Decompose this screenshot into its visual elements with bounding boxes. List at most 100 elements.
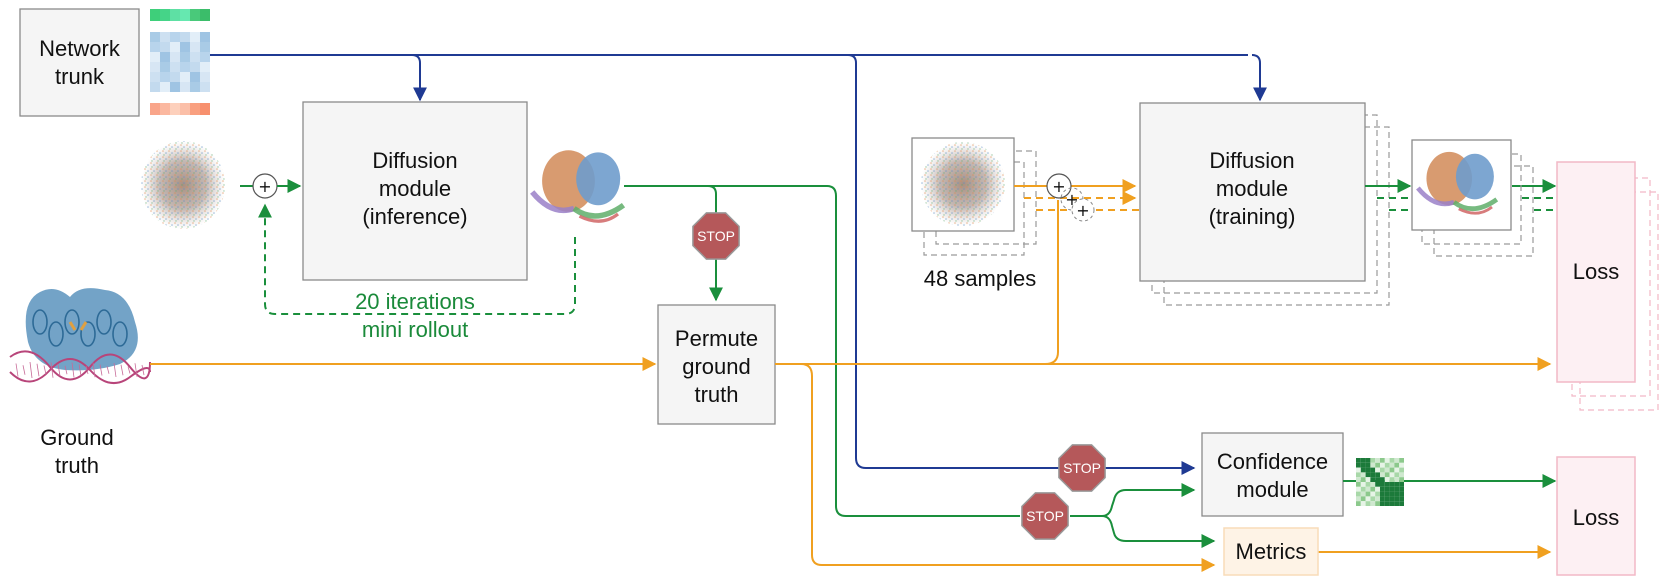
- heatmap-cell: [1360, 491, 1366, 497]
- heatmap-cell: [1389, 472, 1395, 478]
- heatmap-matrix-icon: [1356, 458, 1404, 506]
- stop-sign-icon: STOP: [1058, 444, 1106, 492]
- heatmap-cell: [1394, 458, 1400, 463]
- heatmap-cell: [1365, 482, 1371, 487]
- heatmap-cell: [1360, 472, 1366, 478]
- pair-embedding-tile: [200, 42, 210, 52]
- heatmap-cell: [1356, 472, 1361, 478]
- pair-embedding-tile: [170, 72, 180, 82]
- plus-icon: +: [1076, 201, 1089, 220]
- single-embedding-tile: [170, 9, 180, 21]
- heatmap-cell: [1360, 462, 1366, 468]
- ground-truth-label-2: truth: [55, 453, 99, 478]
- metrics-node: Metrics: [1223, 527, 1319, 576]
- heatmap-cell: [1360, 477, 1366, 482]
- pair-embedding-tile: [200, 52, 210, 62]
- pair-embedding-tile: [150, 72, 160, 82]
- pair-embedding-tile: [200, 72, 210, 82]
- heatmap-cell: [1356, 486, 1361, 492]
- pair-embedding-tile: [170, 52, 180, 62]
- single-embedding-tile: [160, 9, 170, 21]
- heatmap-cell: [1375, 482, 1380, 487]
- heatmap-cell: [1380, 467, 1385, 473]
- heatmap-cell: [1370, 472, 1376, 478]
- plus-icon: +: [1052, 177, 1065, 196]
- permute-ground-truth-node: Permute ground truth: [657, 304, 776, 425]
- heatmap-cell: [1365, 458, 1371, 463]
- pair-embedding-tile: [190, 62, 200, 72]
- heatmap-cell: [1375, 472, 1380, 478]
- heatmap-cell: [1360, 486, 1366, 492]
- heatmap-cell: [1380, 501, 1385, 506]
- pair-embedding-tile: [190, 72, 200, 82]
- heatmap-cell: [1375, 458, 1380, 463]
- pair-embedding-tile: [160, 52, 170, 62]
- heatmap-cell: [1365, 501, 1371, 506]
- heatmap-cell: [1394, 467, 1400, 473]
- heatmap-cell: [1356, 458, 1361, 463]
- confidence-label-2: module: [1236, 477, 1308, 502]
- diffusion-inference-label-3: (inference): [362, 204, 467, 229]
- stop-label: STOP: [1063, 460, 1101, 476]
- heatmap-cell: [1356, 462, 1361, 468]
- heatmap-cell: [1375, 477, 1380, 482]
- permute-label-3: truth: [694, 382, 738, 407]
- pair-embedding-tile: [180, 32, 190, 42]
- heatmap-cell: [1389, 477, 1395, 482]
- heatmap-cell: [1356, 477, 1361, 482]
- heatmap-cell: [1365, 491, 1371, 497]
- permute-label-2: ground: [682, 354, 751, 379]
- heatmap-cell: [1389, 467, 1395, 473]
- pair-embedding-tile: [180, 62, 190, 72]
- heatmap-cell: [1370, 467, 1376, 473]
- add-noise-operator: +: [252, 173, 278, 199]
- protein-structure-icon: [530, 150, 626, 223]
- pair-embedding-tile: [150, 52, 160, 62]
- heatmap-cell: [1384, 462, 1390, 468]
- pair-embedding-tile: [180, 82, 190, 92]
- heatmap-cell: [1389, 491, 1395, 497]
- heatmap-cell: [1389, 496, 1395, 502]
- noise-samples-stack: [911, 137, 1037, 256]
- stop-sign-icon: STOP: [692, 212, 740, 260]
- trunk-connection-lines: [210, 54, 1267, 475]
- loss-label-top: Loss: [1573, 259, 1619, 284]
- heatmap-cell: [1356, 496, 1361, 502]
- heatmap-cell: [1399, 496, 1404, 502]
- heatmap-cell: [1375, 491, 1380, 497]
- heatmap-cell: [1399, 482, 1404, 487]
- pair-embedding-tile: [160, 62, 170, 72]
- loss-node-top: Loss: [1556, 161, 1659, 411]
- single-embedding-tile: [190, 9, 200, 21]
- single-embedding-tile: [180, 9, 190, 21]
- heatmap-cell: [1380, 496, 1385, 502]
- heatmap-cell: [1384, 477, 1390, 482]
- heatmap-cell: [1370, 458, 1376, 463]
- single-embedding-tile: [200, 9, 210, 21]
- heatmap-cell: [1356, 501, 1361, 506]
- heatmap-cell: [1399, 462, 1404, 468]
- heatmap-cell: [1399, 477, 1404, 482]
- noise-cloud-icon: [141, 141, 225, 229]
- single-embedding-tile: [160, 103, 170, 115]
- pair-embedding-tile: [180, 52, 190, 62]
- heatmap-cell: [1384, 472, 1390, 478]
- stop-label: STOP: [1026, 508, 1064, 524]
- heatmap-cell: [1384, 496, 1390, 502]
- samples-count-label: 48 samples: [924, 266, 1037, 291]
- heatmap-cell: [1365, 467, 1371, 473]
- pair-embedding-tile: [170, 32, 180, 42]
- diffusion-inference-label-2: module: [379, 176, 451, 201]
- confidence-module-node: Confidence module: [1201, 432, 1344, 517]
- heatmap-cell: [1356, 482, 1361, 487]
- diffusion-training-node: Diffusion module (training): [1139, 102, 1390, 306]
- heatmap-cell: [1375, 501, 1380, 506]
- pair-embedding-tile: [180, 42, 190, 52]
- heatmap-cell: [1399, 486, 1404, 492]
- single-embedding-tile: [200, 103, 210, 115]
- ground-truth-label-1: Ground: [40, 425, 113, 450]
- heatmap-cell: [1384, 486, 1390, 492]
- pair-embedding-tile: [150, 62, 160, 72]
- heatmap-cell: [1380, 477, 1385, 482]
